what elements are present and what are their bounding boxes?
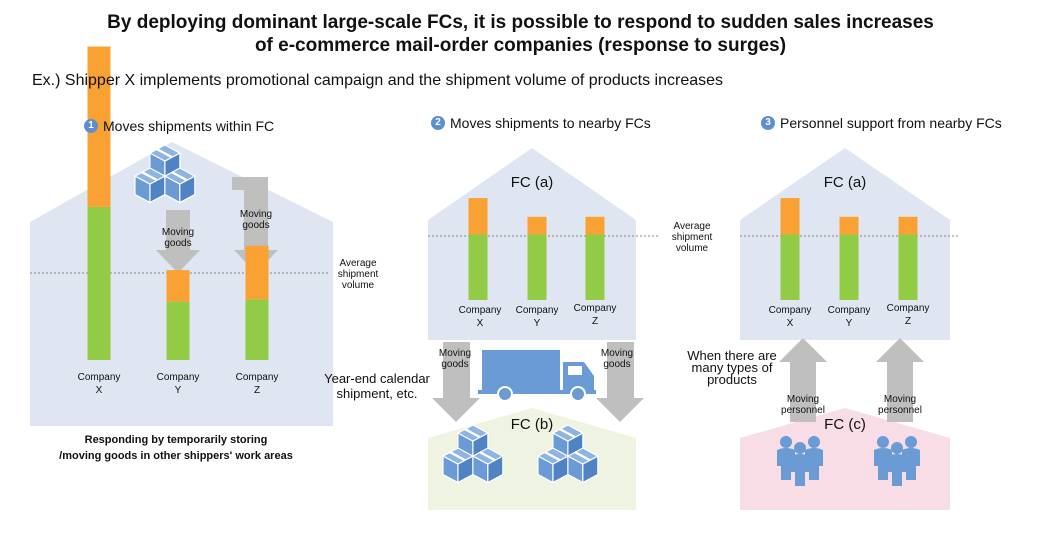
company-z-label-3: Company Z [886,303,930,327]
moving-goods-label-1: Moving goods [161,227,195,249]
bar-surge-company-y-2 [527,216,547,235]
company-y-label-3: Company Y [827,305,871,329]
bar-base-company-y-3 [839,234,859,300]
section-2-heading: Moves shipments to nearby FCs [450,115,651,131]
moving-personnel-label-right: Moving personnel [878,394,922,416]
company-x-label-3: Company X [768,305,812,329]
fc-a-label-3: FC (a) [823,174,867,191]
moving-goods-arrow-1 [156,210,200,273]
many-products-reason-line2: many types of [691,360,773,375]
bar-surge-company-x-3 [780,198,800,235]
moving-personnel-arrow-left [779,338,827,422]
company-x-label-1: Company X [77,372,121,396]
bar-surge-company-x-1 [87,46,111,207]
bar-surge-company-z-1 [245,245,269,300]
moving-goods-arrow-left [432,342,480,422]
fc-b-label: FC (b) [510,416,554,433]
section-1-heading: Moves shipments within FC [103,118,275,134]
bar-base-company-y-2 [527,234,547,300]
page-title-line2: of e-commerce mail-order companies (resp… [254,35,787,56]
people-icon-2 [874,436,920,486]
moving-personnel-label-left: Moving personnel [781,394,825,416]
fc-a-label-2: FC (a) [510,174,554,191]
year-end-reason-line1: Year-end calendar [324,371,430,386]
bar-surge-company-x-2 [468,198,488,235]
many-products-reason-line1: When there are [687,348,777,363]
bar-base-company-z-1 [245,299,269,360]
many-products-reason: When there are many types of products [668,348,796,387]
section-1-header: 1 Moves shipments within FC [84,118,274,134]
section-3-header: 3 Personnel support from nearby FCs [761,115,1002,131]
section-1-note-line2: /moving goods in other shippers' work ar… [59,450,293,462]
fc-c-label: FC (c) [824,416,866,433]
page-title-line1: By deploying dominant large-scale FCs, i… [107,12,934,33]
moving-goods-label-left: Moving goods [438,348,472,370]
bar-base-company-x-1 [87,206,111,360]
section-1-note: Responding by temporarily storing /movin… [36,432,316,464]
bar-surge-company-z-3 [898,216,918,235]
chart-1-bars [87,46,269,360]
section-2-header: 2 Moves shipments to nearby FCs [431,115,651,131]
bar-base-company-z-2 [585,234,605,300]
bar-surge-company-y-1 [166,270,190,302]
chart-2-bars [468,198,605,300]
average-volume-label-2: Average shipment volume [671,221,713,254]
company-x-label-2: Company X [458,305,502,329]
bar-surge-company-y-3 [839,216,859,235]
many-products-reason-line3: products [707,372,757,387]
year-end-reason-line2: shipment, etc. [336,386,418,401]
number-badge-2: 2 [431,116,445,130]
bar-base-company-z-3 [898,234,918,300]
company-y-label-1: Company Y [156,372,200,396]
bar-base-company-y-1 [166,301,190,360]
average-volume-label-1: Average shipment volume [337,258,379,291]
section-3-heading: Personnel support from nearby FCs [780,115,1002,131]
truck-icon [478,350,596,402]
company-y-label-2: Company Y [515,305,559,329]
moving-goods-label-2: Moving goods [239,209,273,231]
moving-goods-label-right: Moving goods [600,348,634,370]
number-badge-3: 3 [761,116,775,130]
page-subtitle: Ex.) Shipper X implements promotional ca… [32,72,724,89]
number-badge-1: 1 [84,119,98,133]
year-end-reason: Year-end calendar shipment, etc. [312,371,442,401]
moving-goods-arrow-right [596,342,644,422]
bar-surge-company-z-2 [585,216,605,235]
chart-3-bars [780,198,918,300]
company-z-label-2: Company Z [573,303,617,327]
section-1-note-line1: Responding by temporarily storing [84,434,268,446]
bar-base-company-x-3 [780,234,800,300]
company-z-label-1: Company Z [235,372,279,396]
people-icon-1 [777,436,823,486]
moving-personnel-arrow-right [876,338,924,422]
bar-base-company-x-2 [468,234,488,300]
